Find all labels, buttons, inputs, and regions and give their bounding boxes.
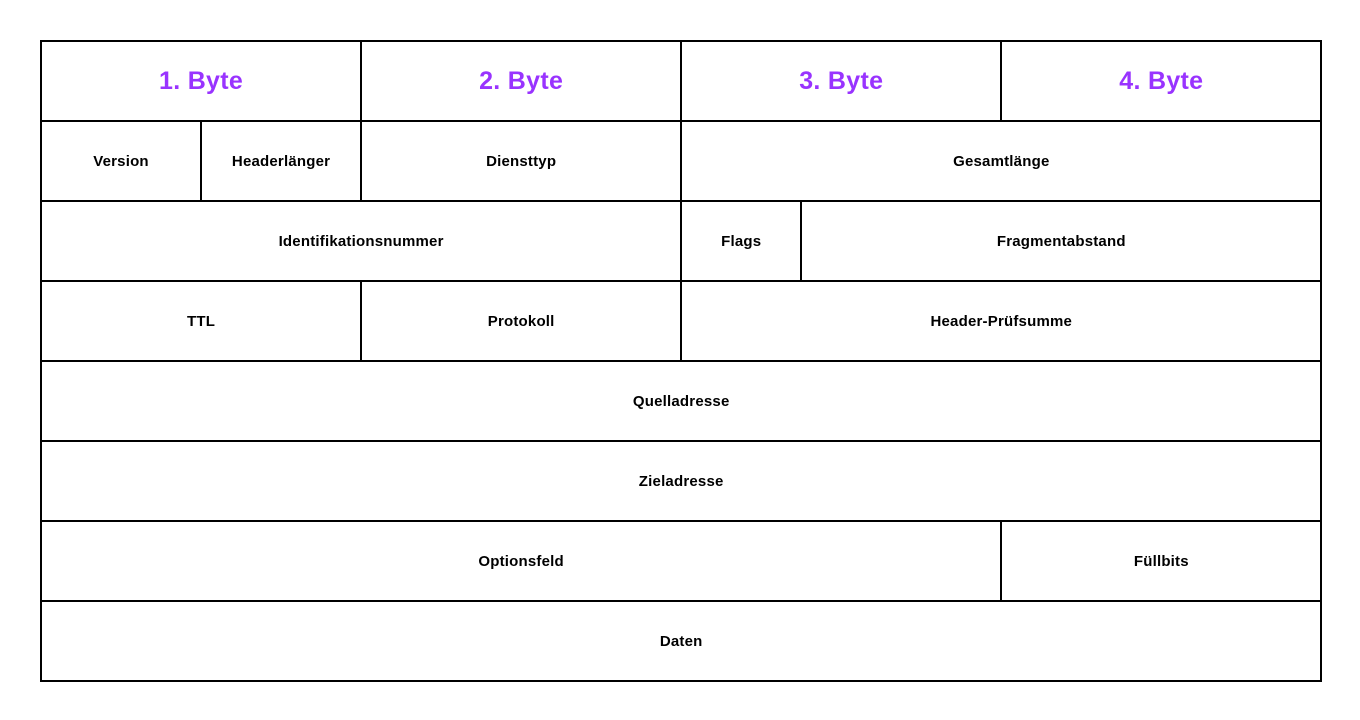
field-headerlaenger: Headerlänger	[199, 120, 363, 202]
field-daten: Daten	[39, 600, 1323, 682]
field-row-2: Identifikationsnummer Flags Fragmentabst…	[39, 200, 1323, 282]
byte-header-4: 4. Byte	[1000, 40, 1323, 122]
field-quelladresse: Quelladresse	[39, 360, 1323, 442]
field-flags: Flags	[680, 200, 803, 282]
byte-header-2: 2. Byte	[360, 40, 683, 122]
ipv4-header-table: 1. Byte 2. Byte 3. Byte 4. Byte Version …	[39, 40, 1323, 682]
field-identifikationsnummer: Identifikationsnummer	[39, 200, 683, 282]
field-row-4: Quelladresse	[39, 360, 1323, 442]
field-protokoll: Protokoll	[360, 280, 683, 362]
field-row-3: TTL Protokoll Header-Prüfsumme	[39, 280, 1323, 362]
field-row-5: Zieladresse	[39, 440, 1323, 522]
field-zieladresse: Zieladresse	[39, 440, 1323, 522]
field-ttl: TTL	[39, 280, 363, 362]
field-row-1: Version Headerlänger Diensttyp Gesamtlän…	[40, 120, 1323, 202]
byte-header-3: 3. Byte	[680, 40, 1003, 122]
ipv4-header-diagram: 1. Byte 2. Byte 3. Byte 4. Byte Version …	[39, 40, 1323, 682]
byte-header-1: 1. Byte	[39, 40, 363, 122]
byte-header-row: 1. Byte 2. Byte 3. Byte 4. Byte	[39, 40, 1323, 122]
field-diensttyp: Diensttyp	[360, 120, 683, 202]
field-optionsfeld: Optionsfeld	[39, 520, 1003, 602]
field-fragmentabstand: Fragmentabstand	[800, 200, 1323, 282]
field-row-7: Daten	[39, 600, 1323, 682]
field-gesamtlaenge: Gesamtlänge	[680, 120, 1323, 202]
field-version: Version	[40, 120, 202, 202]
field-fuellbits: Füllbits	[1000, 520, 1323, 602]
field-row-6: Optionsfeld Füllbits	[39, 520, 1323, 602]
field-header-pruefsumme: Header-Prüfsumme	[680, 280, 1323, 362]
